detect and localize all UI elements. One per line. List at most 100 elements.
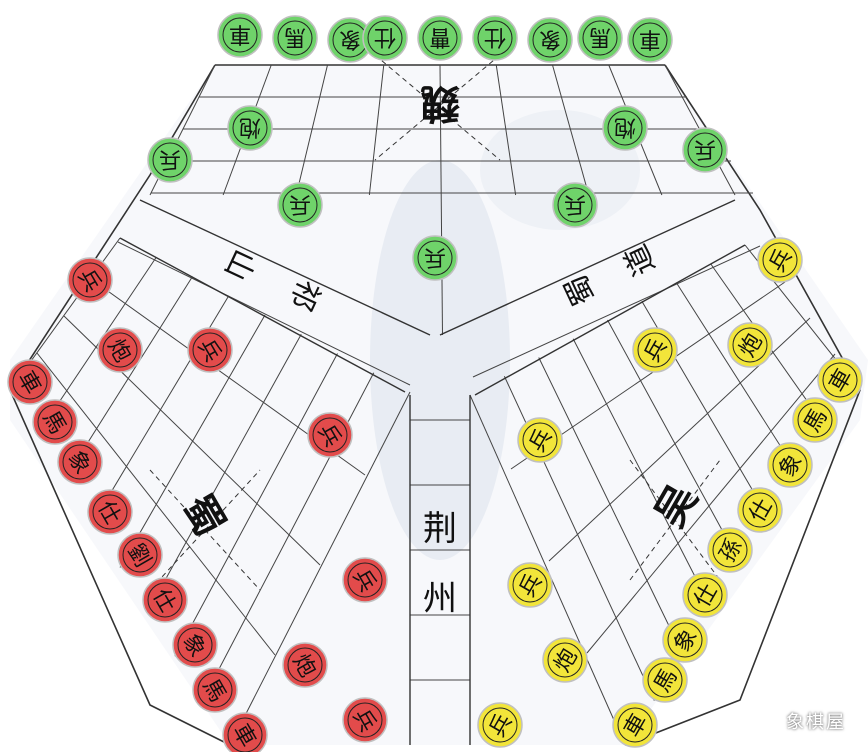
wu-piece-ring: [522, 422, 558, 458]
shu-piece[interactable]: 馬: [32, 399, 78, 445]
wei-piece[interactable]: 兵: [412, 235, 458, 281]
wu-piece-disc: [707, 527, 753, 573]
wei-piece[interactable]: 仕: [362, 15, 408, 61]
shu-piece[interactable]: 車: [222, 712, 268, 752]
shu-piece-disc: [192, 667, 238, 713]
shu-piece-disc: [87, 489, 133, 535]
wu-piece[interactable]: 兵: [632, 327, 678, 373]
wu-piece-ring: [637, 332, 673, 368]
wu-piece[interactable]: 車: [612, 702, 658, 748]
wei-piece-label: 炮: [614, 114, 636, 139]
wei-piece-disc: [417, 15, 463, 61]
shu-piece[interactable]: 仕: [142, 577, 188, 623]
shu-piece[interactable]: 炮: [282, 642, 328, 688]
wu-piece-ring: [667, 622, 703, 658]
wei-piece-disc: [362, 15, 408, 61]
wu-piece[interactable]: 孫: [707, 527, 753, 573]
wu-piece[interactable]: 馬: [642, 657, 688, 703]
wu-piece[interactable]: 車: [817, 357, 863, 403]
wu-piece-disc: [757, 237, 803, 283]
watermark: 象棋屋: [786, 712, 846, 733]
wei-piece-ring: [367, 20, 403, 56]
wu-piece-disc: [662, 617, 708, 663]
wei-piece-disc: [527, 17, 573, 63]
wei-piece-ring: [687, 132, 723, 168]
wei-piece[interactable]: 炮: [227, 105, 273, 151]
wu-piece-ring: [797, 402, 833, 438]
wu-piece[interactable]: 兵: [757, 237, 803, 283]
wei-piece[interactable]: 仕: [472, 15, 518, 61]
shu-piece[interactable]: 象: [172, 622, 218, 668]
wu-piece-disc: [632, 327, 678, 373]
wu-piece[interactable]: 象: [662, 617, 708, 663]
shu-piece-disc: [187, 327, 233, 373]
shu-piece[interactable]: 馬: [192, 667, 238, 713]
shu-piece-ring: [147, 582, 183, 618]
shu-piece[interactable]: 兵: [187, 327, 233, 373]
wei-piece-ring: [532, 22, 568, 58]
pieces-layer: 車馬象仕曹仕象馬車炮炮兵兵兵兵兵車馬象仕劉仕象馬車炮炮兵兵兵兵兵車馬象仕孫仕象馬…: [7, 12, 863, 752]
grid-line: [586, 353, 836, 654]
shu-piece-disc: [307, 412, 353, 458]
wei-piece-label: 兵: [694, 136, 716, 161]
wu-piece[interactable]: 仕: [682, 572, 728, 618]
wei-piece[interactable]: 馬: [272, 15, 318, 61]
shu-piece[interactable]: 炮: [97, 327, 143, 373]
grid-line: [552, 64, 590, 196]
shu-piece[interactable]: 象: [57, 439, 103, 485]
wei-piece-label: 象: [539, 26, 561, 51]
grid-line: [36, 352, 276, 656]
wei-piece[interactable]: 炮: [602, 105, 648, 151]
wei-piece-disc: [472, 15, 518, 61]
wu-piece[interactable]: 炮: [727, 322, 773, 368]
wei-piece[interactable]: 兵: [147, 137, 193, 183]
wei-piece[interactable]: 車: [217, 12, 263, 58]
shu-piece-ring: [72, 262, 108, 298]
grid-line: [368, 64, 385, 196]
shu-piece[interactable]: 劉: [117, 532, 163, 578]
wu-piece[interactable]: 兵: [507, 562, 553, 608]
wei-piece-ring: [277, 20, 313, 56]
wei-piece[interactable]: 車: [627, 17, 673, 63]
grid-line: [572, 338, 714, 613]
wei-piece-label: 仕: [374, 24, 396, 49]
shu-piece-disc: [32, 399, 78, 445]
board-grid: [9, 64, 861, 746]
grid-line: [469, 394, 626, 746]
wei-piece-ring: [607, 110, 643, 146]
shu-piece[interactable]: 兵: [342, 557, 388, 603]
wu-piece[interactable]: 炮: [542, 637, 588, 683]
wu-piece[interactable]: 馬: [792, 397, 838, 443]
wu-piece[interactable]: 兵: [517, 417, 563, 463]
grid-line: [229, 391, 411, 746]
wu-piece[interactable]: 象: [767, 442, 813, 488]
wei-piece[interactable]: 兵: [277, 182, 323, 228]
wei-piece-disc: [602, 105, 648, 151]
shu-piece-disc: [57, 439, 103, 485]
wu-piece-disc: [737, 487, 783, 533]
shu-piece[interactable]: 兵: [67, 257, 113, 303]
shu-piece-ring: [92, 494, 128, 530]
shu-piece[interactable]: 車: [7, 359, 53, 405]
wei-piece[interactable]: 兵: [682, 127, 728, 173]
wu-piece[interactable]: 兵: [477, 702, 523, 748]
grid-line: [174, 353, 338, 657]
wu-piece-ring: [512, 567, 548, 603]
wei-piece-disc: [577, 15, 623, 61]
shu-piece-ring: [347, 562, 383, 598]
shu-piece[interactable]: 仕: [87, 489, 133, 535]
wu-piece-ring: [742, 492, 778, 528]
wei-piece-ring: [557, 187, 593, 223]
wei-piece[interactable]: 象: [327, 17, 373, 63]
wu-piece-ring: [772, 447, 808, 483]
shu-piece[interactable]: 兵: [307, 412, 353, 458]
wei-piece-label: 兵: [424, 244, 446, 269]
wu-piece[interactable]: 仕: [737, 487, 783, 533]
wei-piece[interactable]: 象: [527, 17, 573, 63]
wei-piece[interactable]: 馬: [577, 15, 623, 61]
shu-piece-disc: [172, 622, 218, 668]
wei-piece[interactable]: 曹: [417, 15, 463, 61]
wei-piece[interactable]: 兵: [552, 182, 598, 228]
shu-piece-disc: [342, 557, 388, 603]
shu-piece[interactable]: 兵: [342, 697, 388, 743]
